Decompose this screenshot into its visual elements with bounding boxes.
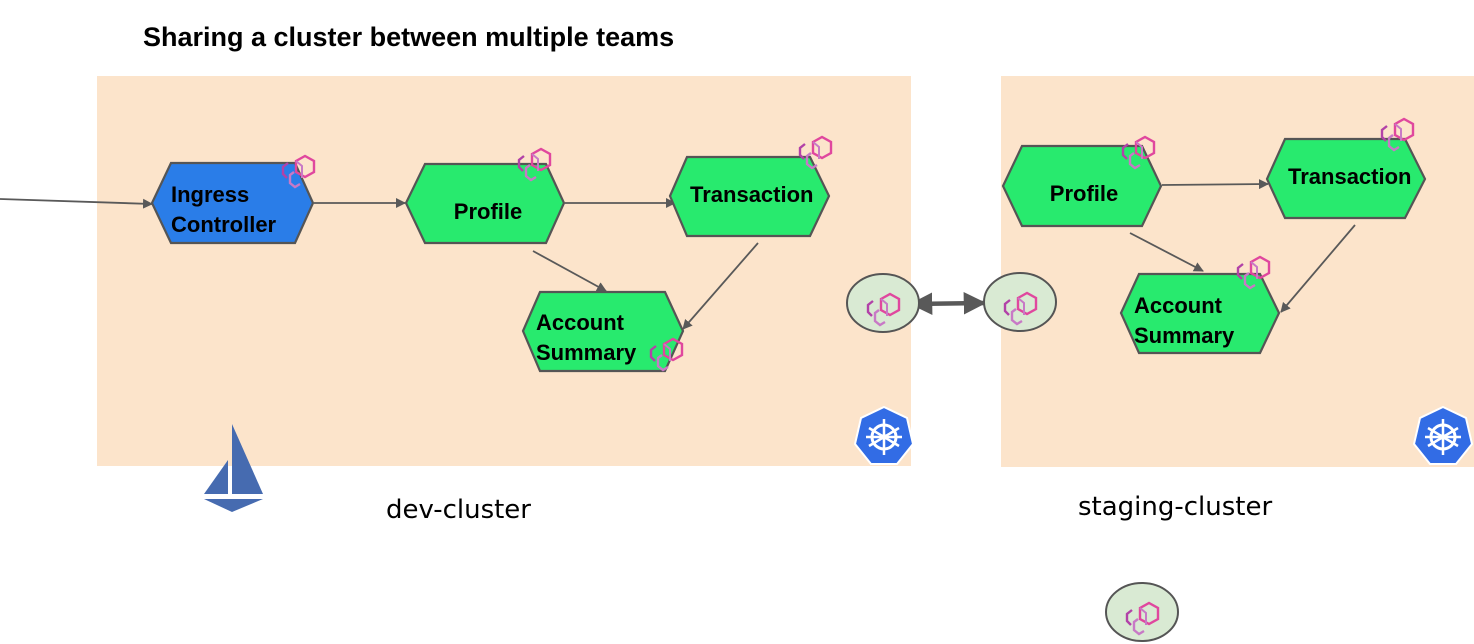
service-label-line: Profile (1050, 181, 1118, 206)
edge-gateway-bidirectional (909, 292, 987, 315)
edge-stg-profile-to-account (1129, 232, 1204, 272)
kubernetes-icon (853, 405, 915, 465)
gateway-standalone[interactable] (1105, 582, 1179, 642)
service-label-line: Transaction (1288, 164, 1411, 189)
gateway-dev[interactable] (846, 273, 920, 333)
service-profile-staging[interactable]: Profile (1001, 135, 1163, 228)
istio-icon (204, 424, 263, 512)
kubernetes-icon (1412, 405, 1474, 465)
service-label-line: Transaction (690, 182, 813, 207)
cluster-label-dev: dev-cluster (386, 495, 531, 525)
cluster-label-staging: staging-cluster (1078, 492, 1272, 522)
service-transaction-dev[interactable]: Transaction (668, 135, 833, 238)
edge-stg-transaction-to-account (1280, 224, 1356, 313)
service-label-line: Summary (1134, 323, 1235, 348)
edge-transaction-to-account (682, 242, 759, 330)
gateway-staging[interactable] (983, 272, 1057, 332)
service-profile-dev[interactable]: Profile (404, 147, 566, 245)
service-label-line: Ingress (171, 182, 249, 207)
service-account-summary-dev[interactable]: Account Summary (521, 290, 685, 373)
diagram-title: Sharing a cluster between multiple teams (143, 22, 674, 52)
service-label-line: Account (1134, 293, 1223, 318)
edge-external-to-ingress (0, 198, 153, 209)
service-account-summary-staging[interactable]: Account Summary (1119, 255, 1281, 355)
dev-cluster-region (97, 76, 911, 466)
service-label-line: Controller (171, 212, 277, 237)
service-transaction-staging[interactable]: Transaction (1265, 117, 1427, 220)
service-ingress-controller[interactable]: Ingress Controller (150, 154, 316, 245)
service-label-line: Profile (454, 199, 522, 224)
edge-stg-profile-to-transaction (1161, 179, 1269, 190)
service-label-line: Account (536, 310, 625, 335)
edge-profile-to-account (532, 250, 607, 292)
service-label-line: Summary (536, 340, 637, 365)
